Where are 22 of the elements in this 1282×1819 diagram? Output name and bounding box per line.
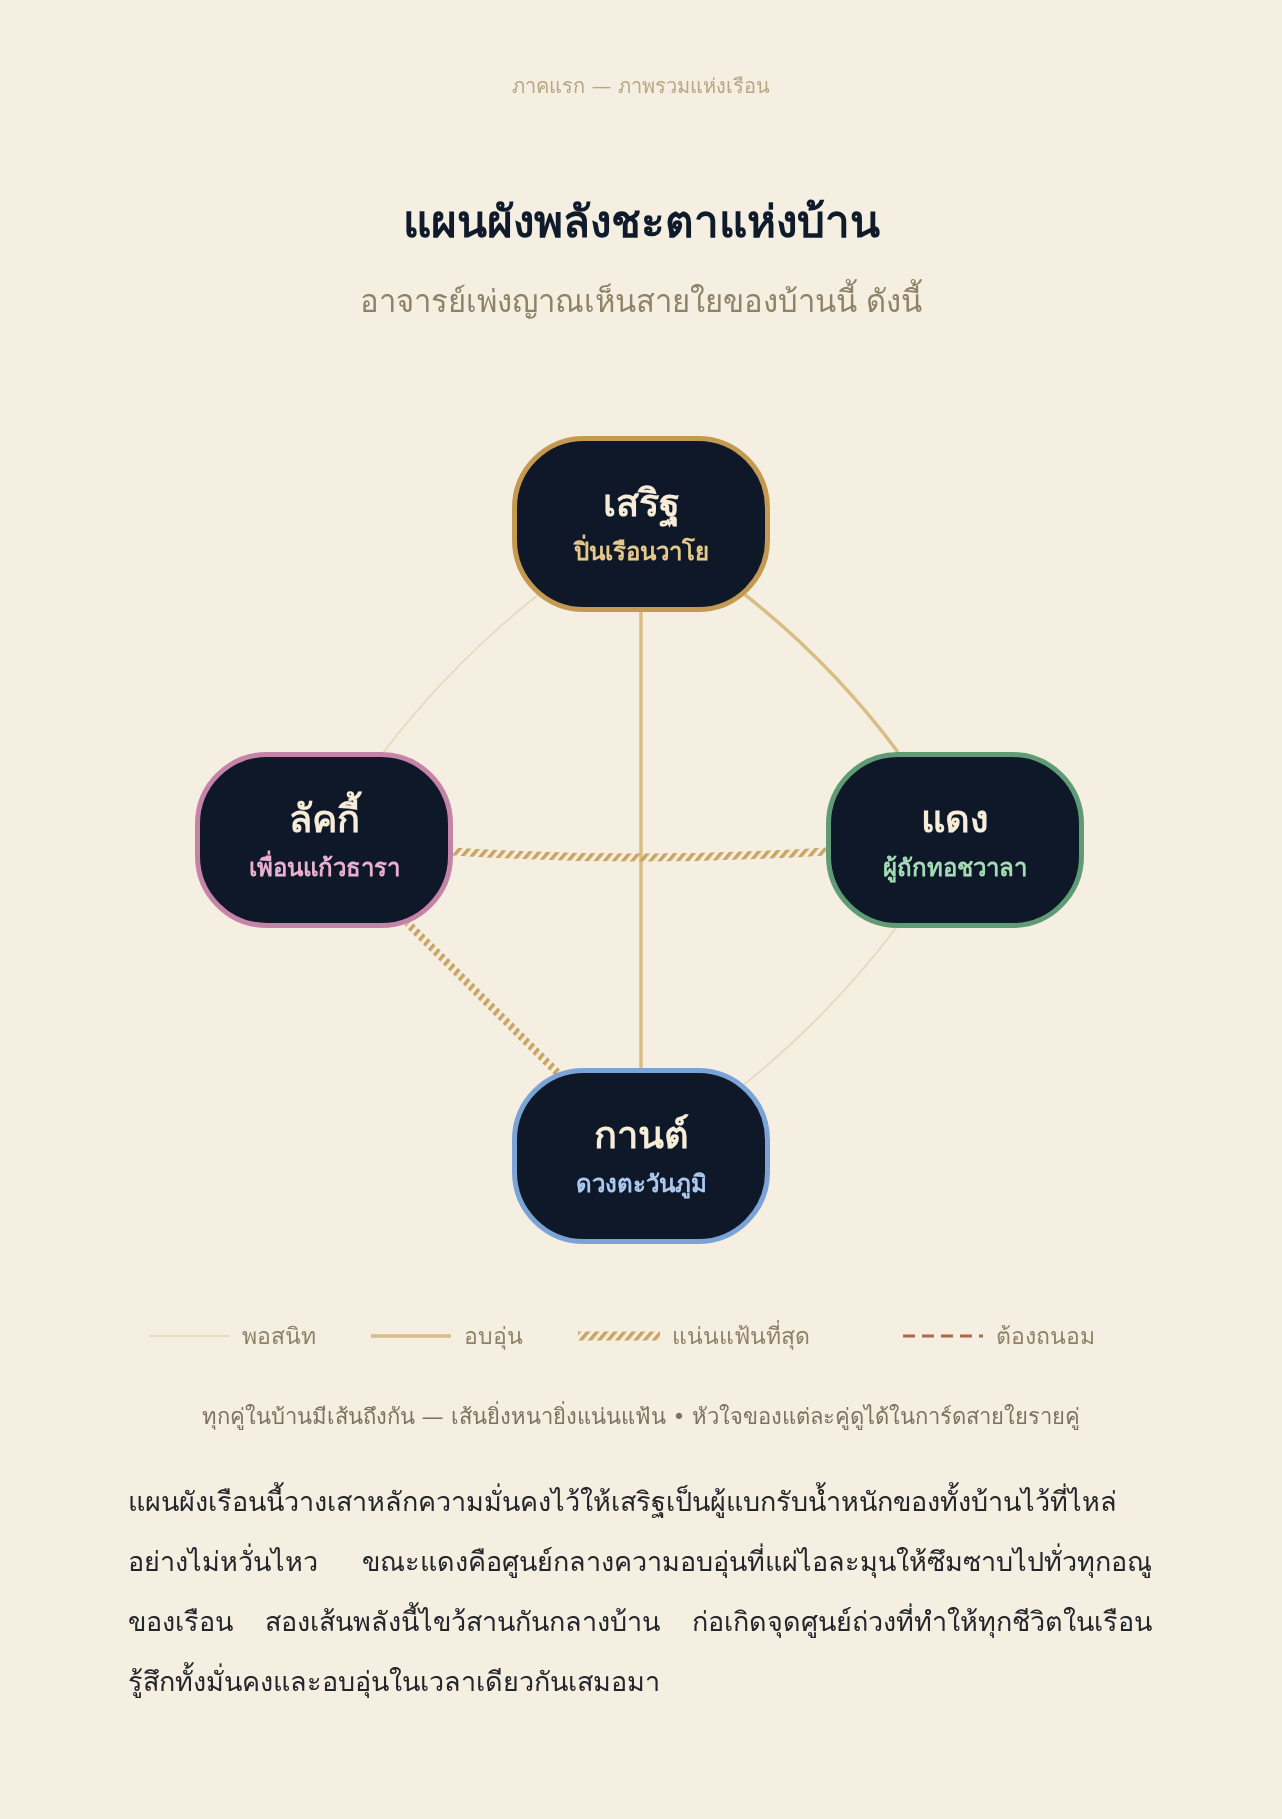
connector-line (743, 593, 900, 754)
node-subtitle: ปิ่นเรือนวาโย (573, 535, 709, 570)
node-title: แดง (921, 795, 989, 843)
legend-label: อบอุ่น (464, 1322, 523, 1352)
connector-line (452, 847, 827, 862)
legend-label: แน่นแฟ้นที่สุด (672, 1318, 810, 1354)
legend-label: ต้องถนอม (996, 1322, 1095, 1351)
node-title: เสริฐ (602, 478, 680, 528)
title: แผนผังพลังชะตาแห่งบ้าน (401, 195, 881, 249)
node-subtitle: เพื่อนแก้วธารา (248, 851, 400, 886)
connector-line (639, 612, 643, 1068)
paragraph-text: แผนผังเรือนนี้วางเสาหลักความมั่นคงไว้ให้เสริฐเป็นผู้แบกรับน้ำหนักของทั้งบ้านไว้ที่ไหล่อย่างไม่หวั่นไหว ขณะแดงคือศูนย์กลางความอบอุ่นที่แผ่ไอละมุนให้ซึมซาบไปทั่วทุกอณูของเรือน สองเส้นพลังนี้ไขว้สานกันกลางบ้าน ก่อเกิดจุดศูนย์ถ่วงที่ทำให้ทุกชีวิตในเรือนรู้สึกทั้งมั่นคงและอบอุ่นในเวลาเดียวกันเสมอมา (128, 1472, 1152, 1712)
node-subtitle: ผู้ถักทอชวาลา (883, 852, 1027, 885)
connector-line (382, 594, 539, 754)
node-title: กานต์ (593, 1111, 689, 1159)
connector-line (404, 920, 561, 1076)
node-subtitle: ดวงตะวันภูมิ (575, 1168, 707, 1201)
section-eyebrow: ภาคแรก — ภาพรวมแห่งเรือน (511, 73, 771, 100)
note-text: ทุกคู่ในบ้านมีเส้นถึงกัน — เส้นยิ่งหนายิ่งแน่นแฟ้น • หัวใจของแต่ละคู่ดูได้ในการ์ดสายใยรายคู่ (0, 1399, 1282, 1434)
legend-label: พอสนิท (242, 1322, 316, 1351)
subtitle: อาจารย์เพ่งญาณเห็นสายใยของบ้านนี้ ดังนี้ (0, 276, 1282, 326)
connector-line (742, 926, 898, 1086)
